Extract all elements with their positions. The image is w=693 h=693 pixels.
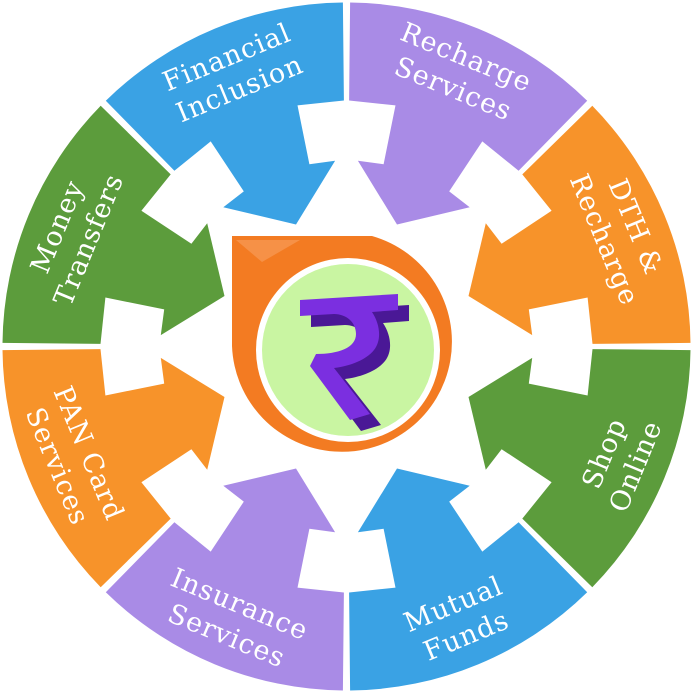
segment-recharge-services [349, 2, 588, 225]
segment-insurance-services [105, 468, 344, 691]
segment-money-transfers [2, 105, 225, 344]
rupee-glyph-icon [300, 294, 409, 431]
segment-shop-online [468, 349, 691, 588]
segment-financial-inclusion [105, 2, 344, 225]
segment-pan-card-services [2, 349, 225, 588]
logo-badge-highlight [236, 240, 300, 262]
segment-mutual-funds [349, 468, 588, 691]
segment-dth-recharge [468, 105, 691, 344]
rupee-logo [232, 236, 452, 452]
